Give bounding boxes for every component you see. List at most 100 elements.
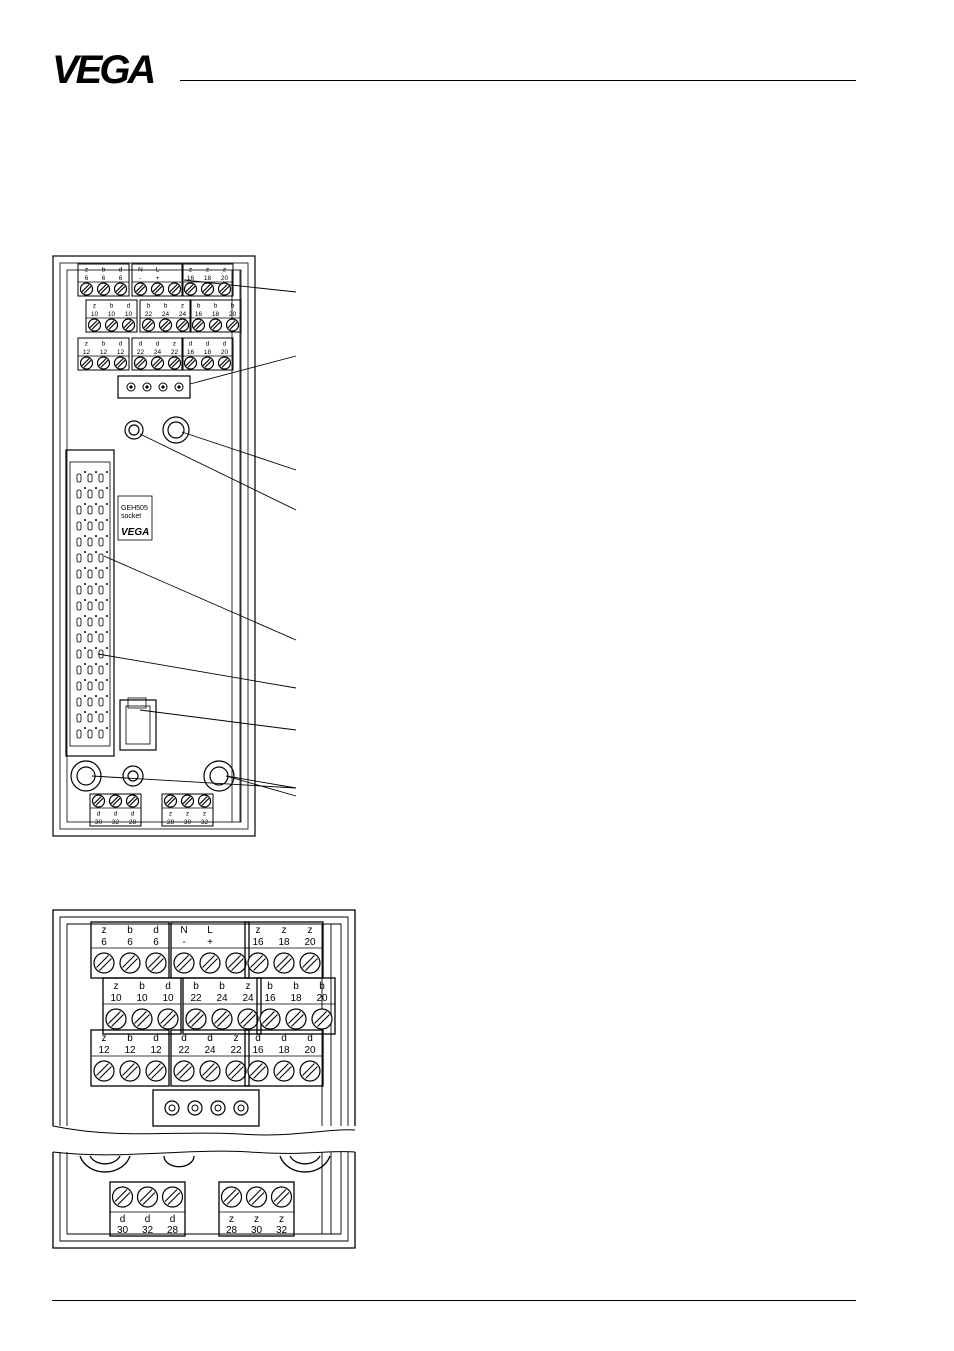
terminal-screw [220, 1186, 243, 1208]
socket-contact [87, 713, 93, 723]
socket-contact [76, 585, 82, 595]
terminal-screw [225, 1060, 247, 1082]
socket-contact [87, 601, 93, 611]
terminal-letter-label: d [223, 341, 227, 348]
header-rule [180, 80, 856, 81]
terminal-number-label: 10 [91, 311, 99, 318]
terminal-letter-label: z [181, 303, 184, 310]
terminal-letter-label: z [203, 811, 206, 818]
terminal-number-label: 6 [102, 275, 106, 282]
terminal-letter-label: d [181, 1033, 187, 1044]
housing-outline [52, 255, 256, 837]
terminal-screw [163, 794, 178, 808]
terminal-screw [145, 1060, 167, 1082]
socket-contact [87, 697, 93, 707]
terminal-number-label: 20 [316, 993, 328, 1004]
terminal-screw [225, 952, 247, 974]
terminal-screw [158, 318, 173, 332]
terminal-number-label: 20 [221, 349, 229, 356]
terminal-letter-label: z [85, 267, 88, 274]
terminal-number-label: 28 [167, 819, 175, 826]
terminal-screw [91, 794, 106, 808]
terminal-screw [200, 356, 215, 370]
terminal-screw [131, 1008, 153, 1030]
terminal-letter-label: z [93, 303, 96, 310]
connector-pin [142, 382, 152, 392]
terminal-number-label: 32 [201, 819, 209, 826]
terminal-screw [299, 1060, 321, 1082]
terminal-number-label: 32 [276, 1225, 288, 1236]
socket-contact [98, 617, 104, 627]
terminal-letter-label: z [279, 1214, 284, 1225]
terminal-number-label: 30 [117, 1225, 129, 1236]
terminal-number-label: 30 [251, 1225, 263, 1236]
socket-contact [98, 633, 104, 643]
terminal-screw [245, 1186, 268, 1208]
socket-contact [87, 537, 93, 547]
terminal-screw [87, 318, 102, 332]
socket-contact [98, 569, 104, 579]
socket-contact [76, 633, 82, 643]
terminal-number-label: 32 [142, 1225, 154, 1236]
terminal-screw [79, 356, 94, 370]
terminal-screw [141, 318, 156, 332]
detail-housing-top [52, 909, 356, 1126]
terminal-screw [173, 1060, 195, 1082]
terminal-number-label: 16 [187, 349, 195, 356]
terminal-number-label: 24 [242, 993, 254, 1004]
terminal-letter-label: z [246, 981, 251, 992]
socket-contact [98, 537, 104, 547]
terminal-letter-label: b [214, 303, 218, 310]
terminal-letter-label: b [147, 303, 151, 310]
terminal-number-label: 18 [278, 937, 290, 948]
terminal-number-label: 12 [124, 1045, 136, 1056]
terminal-number-label: 18 [212, 311, 220, 318]
terminal-letter-label: d [139, 341, 143, 348]
terminal-letter-label: z [254, 1214, 259, 1225]
terminal-screw [183, 356, 198, 370]
terminal-letter-label: z [256, 925, 261, 936]
terminal-number-label: 30 [184, 819, 192, 826]
terminal-screw [121, 318, 136, 332]
terminal-number-label: - [182, 937, 185, 948]
terminal-screw [197, 794, 212, 808]
terminal-number-label: 12 [83, 349, 91, 356]
terminal-screw [191, 318, 206, 332]
terminal-number-label: 16 [195, 311, 203, 318]
terminal-screw [211, 1008, 233, 1030]
terminal-letter-label: N [180, 925, 187, 936]
socket-contact [87, 569, 93, 579]
terminal-number-label: 22 [145, 311, 153, 318]
terminal-number-label: 12 [117, 349, 125, 356]
terminal-screw [200, 282, 215, 296]
socket-contact [98, 649, 104, 659]
detail-connector-plug [152, 1089, 260, 1127]
terminal-number-label: 20 [304, 937, 316, 948]
terminal-letter-label: b [231, 303, 235, 310]
vega-logo-text: VEGA [52, 52, 153, 86]
terminal-screw [285, 1008, 307, 1030]
socket-contact [87, 505, 93, 515]
terminal-number-label: 10 [162, 993, 174, 1004]
terminal-block: N-L+ [131, 263, 184, 297]
terminal-number-label: 24 [154, 349, 162, 356]
terminal-letter-label: z [282, 925, 287, 936]
terminal-screw [199, 1060, 221, 1082]
socket-contact [87, 617, 93, 627]
terminal-number-label: 6 [85, 275, 89, 282]
socket-label-box [117, 495, 153, 541]
terminal-screw [113, 282, 128, 296]
connector-pin [174, 382, 184, 392]
terminal-number-label: 10 [125, 311, 133, 318]
terminal-number-label: 30 [95, 819, 103, 826]
terminal-screw [167, 356, 182, 370]
